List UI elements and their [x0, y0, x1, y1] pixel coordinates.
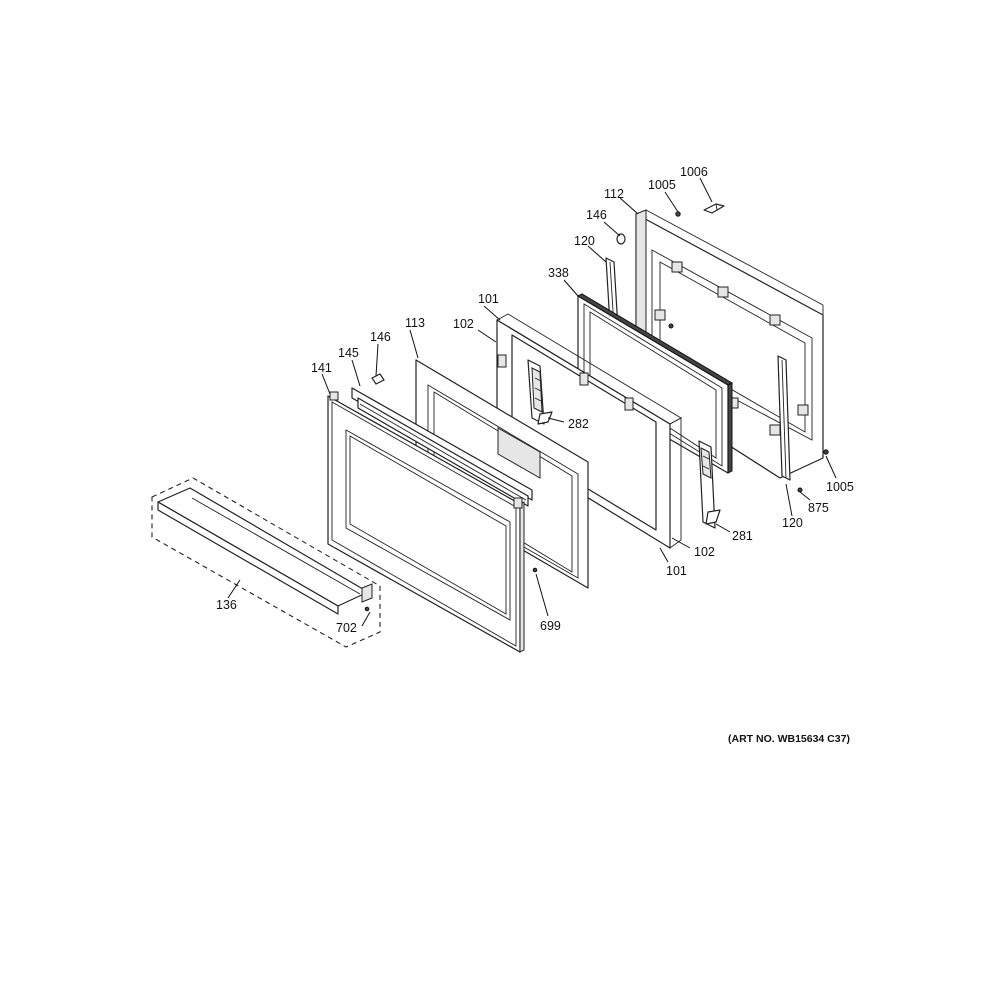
- callout-146-top: 146: [586, 208, 607, 222]
- hinge-282: [527, 359, 553, 425]
- callout-141: 141: [311, 361, 332, 375]
- clip-146-left: [371, 373, 385, 385]
- callout-136: 136: [216, 598, 237, 612]
- clip-146-top: [616, 233, 626, 245]
- callout-281: 281: [732, 529, 753, 543]
- callout-120-bottom: 120: [782, 516, 803, 530]
- callout-112: 112: [604, 187, 624, 201]
- callout-102-bottom: 102: [694, 545, 715, 559]
- callout-120-top: 120: [574, 234, 595, 248]
- hinge-281: [698, 440, 721, 529]
- callout-338: 338: [548, 266, 569, 280]
- callout-1006: 1006: [680, 165, 708, 179]
- callout-1005-right: 1005: [826, 480, 854, 494]
- callout-113: 113: [405, 316, 425, 330]
- outer-door-panel: [327, 391, 525, 653]
- callout-146-left: 146: [370, 330, 391, 344]
- callout-1005-top: 1005: [648, 178, 676, 192]
- callout-101-bottom: 101: [666, 564, 687, 578]
- callout-702: 702: [336, 621, 357, 635]
- hinge-clip-1006: [703, 203, 725, 214]
- callout-282: 282: [568, 417, 589, 431]
- callout-102-top: 102: [453, 317, 474, 331]
- art-number: (ART NO. WB15634 C37): [728, 733, 850, 745]
- callout-699: 699: [540, 619, 561, 633]
- screw-875: [797, 487, 803, 493]
- vent-strip-145: [351, 387, 533, 507]
- leader-lines: [227, 177, 837, 627]
- screw-mid: [668, 323, 674, 329]
- glass-pack-338: [576, 293, 734, 474]
- callout-labels: 1006 1005 112 146 120 338 101 102 113 14…: [216, 165, 854, 635]
- callout-875: 875: [808, 501, 829, 515]
- screw-1005-right: [823, 449, 829, 455]
- side-rail-120-right: [777, 355, 791, 481]
- callout-145: 145: [338, 346, 359, 360]
- handle-assembly-136: [151, 477, 381, 648]
- callout-101-top: 101: [478, 292, 499, 306]
- screw-1005-top: [675, 211, 681, 217]
